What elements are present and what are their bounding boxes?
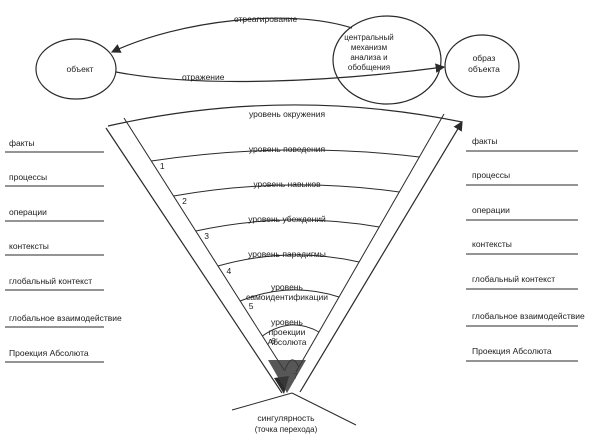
level-label: уровень окружения — [249, 109, 326, 119]
singularity-point — [268, 360, 306, 393]
left-list-item: процессы — [9, 172, 47, 182]
funnel-right-inner — [295, 113, 445, 373]
level-number: 3 — [204, 231, 209, 241]
level-label: уровень — [271, 317, 303, 327]
reflection-arrow — [115, 63, 446, 83]
left-list-item: Проекция Абсолюта — [9, 348, 89, 358]
object-node — [35, 38, 117, 100]
left-list-item: факты — [9, 138, 35, 148]
level-number: 5 — [249, 301, 254, 311]
right-list: факты процессы операции контексты глобальный… — [466, 136, 585, 362]
level-label: уровень парадигмы — [248, 249, 326, 259]
level-label: самоидентификации — [246, 292, 328, 302]
level-number: 4 — [227, 266, 232, 276]
left-list: факты процессы операции контексты глобальный… — [5, 138, 122, 363]
level-arc — [107, 104, 463, 127]
level-arc — [217, 254, 360, 267]
reflection-label: отражение — [182, 72, 225, 82]
right-list-item: факты — [472, 136, 498, 146]
central-mechanism-line: центральный — [344, 33, 393, 42]
level-number: 2 — [182, 196, 187, 206]
level-arc — [151, 149, 420, 162]
right-list-item: Проекция Абсолюта — [472, 346, 552, 356]
left-list-item: контексты — [9, 241, 49, 251]
object-image-line: объекта — [468, 64, 500, 74]
level-arc — [240, 289, 340, 302]
funnel-right-outer — [299, 120, 463, 393]
right-list-item: операции — [472, 205, 510, 215]
left-list-item: глобальный контекст — [9, 276, 92, 286]
level-label: проекции — [269, 327, 306, 337]
reaction-label: отреагирование — [234, 14, 298, 24]
right-list-item: процессы — [472, 170, 510, 180]
level-arc — [195, 219, 380, 232]
level-arc — [173, 184, 400, 197]
level-arc — [262, 324, 320, 337]
object-label: объект — [66, 64, 93, 74]
singularity-title: сингулярность — [257, 413, 315, 423]
right-list-item: глобальное взаимодействие — [472, 311, 585, 321]
level-label: уровень — [271, 282, 303, 292]
central-mechanism-line: анализа и — [350, 53, 387, 62]
central-mechanism-line: обобщения — [348, 63, 390, 72]
level-arcs: уровень окружения 1 уровень поведения 2 уров… — [107, 104, 463, 381]
level-label: уровень убеждений — [248, 214, 326, 224]
level-label: уровень поведения — [249, 144, 326, 154]
right-list-item: глобальный контекст — [472, 274, 555, 284]
central-mechanism-line: механизм — [351, 43, 387, 52]
level-number: 6 — [271, 336, 276, 346]
left-list-item: операции — [9, 207, 47, 217]
reaction-arrow — [110, 17, 353, 53]
left-list-item: глобальное взаимодействие — [9, 313, 122, 323]
singularity-pointer-1 — [231, 392, 293, 411]
funnel-left-inner — [123, 117, 285, 371]
object-image-line: образ — [473, 53, 496, 63]
right-list-item: контексты — [472, 239, 512, 249]
singularity-pointer-2 — [291, 392, 357, 426]
funnel-left-outer — [105, 127, 283, 394]
level-number: 1 — [160, 161, 165, 171]
level-label: Абсолюта — [267, 337, 306, 347]
singularity-subtitle: (точка перехода) — [255, 425, 318, 434]
central-mechanism-node — [332, 15, 442, 105]
level-label: уровень навыков — [253, 179, 321, 189]
